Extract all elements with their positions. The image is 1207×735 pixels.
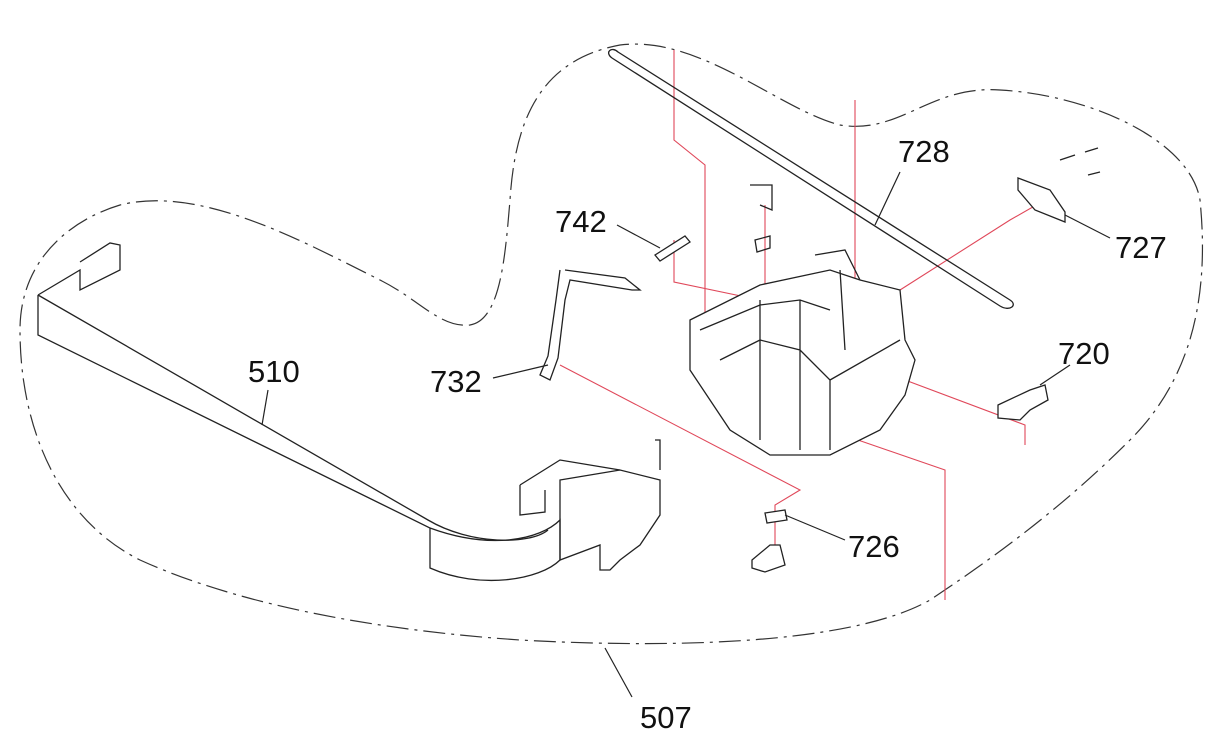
part-720-block — [997, 384, 1049, 421]
assembly-boundary-507 — [19, 43, 1204, 645]
label-507: 507 — [640, 700, 692, 735]
label-726: 726 — [848, 529, 900, 564]
part-728-guide-shaft — [608, 48, 1014, 309]
leader-lines — [261, 171, 1111, 698]
part-742-pin — [654, 235, 691, 262]
part-727-sensor-board — [1017, 147, 1101, 223]
part-510-cable-housing — [37, 242, 661, 582]
part-726-holder — [751, 509, 788, 573]
part-carriage-assembly — [689, 184, 916, 456]
label-727: 727 — [1115, 230, 1167, 265]
label-732: 732 — [430, 364, 482, 399]
label-742: 742 — [555, 204, 607, 239]
label-510: 510 — [248, 354, 300, 389]
label-728: 728 — [898, 134, 950, 169]
label-720: 720 — [1058, 336, 1110, 371]
part-732-flex-cable — [539, 269, 642, 381]
alignment-guides — [559, 50, 1046, 600]
